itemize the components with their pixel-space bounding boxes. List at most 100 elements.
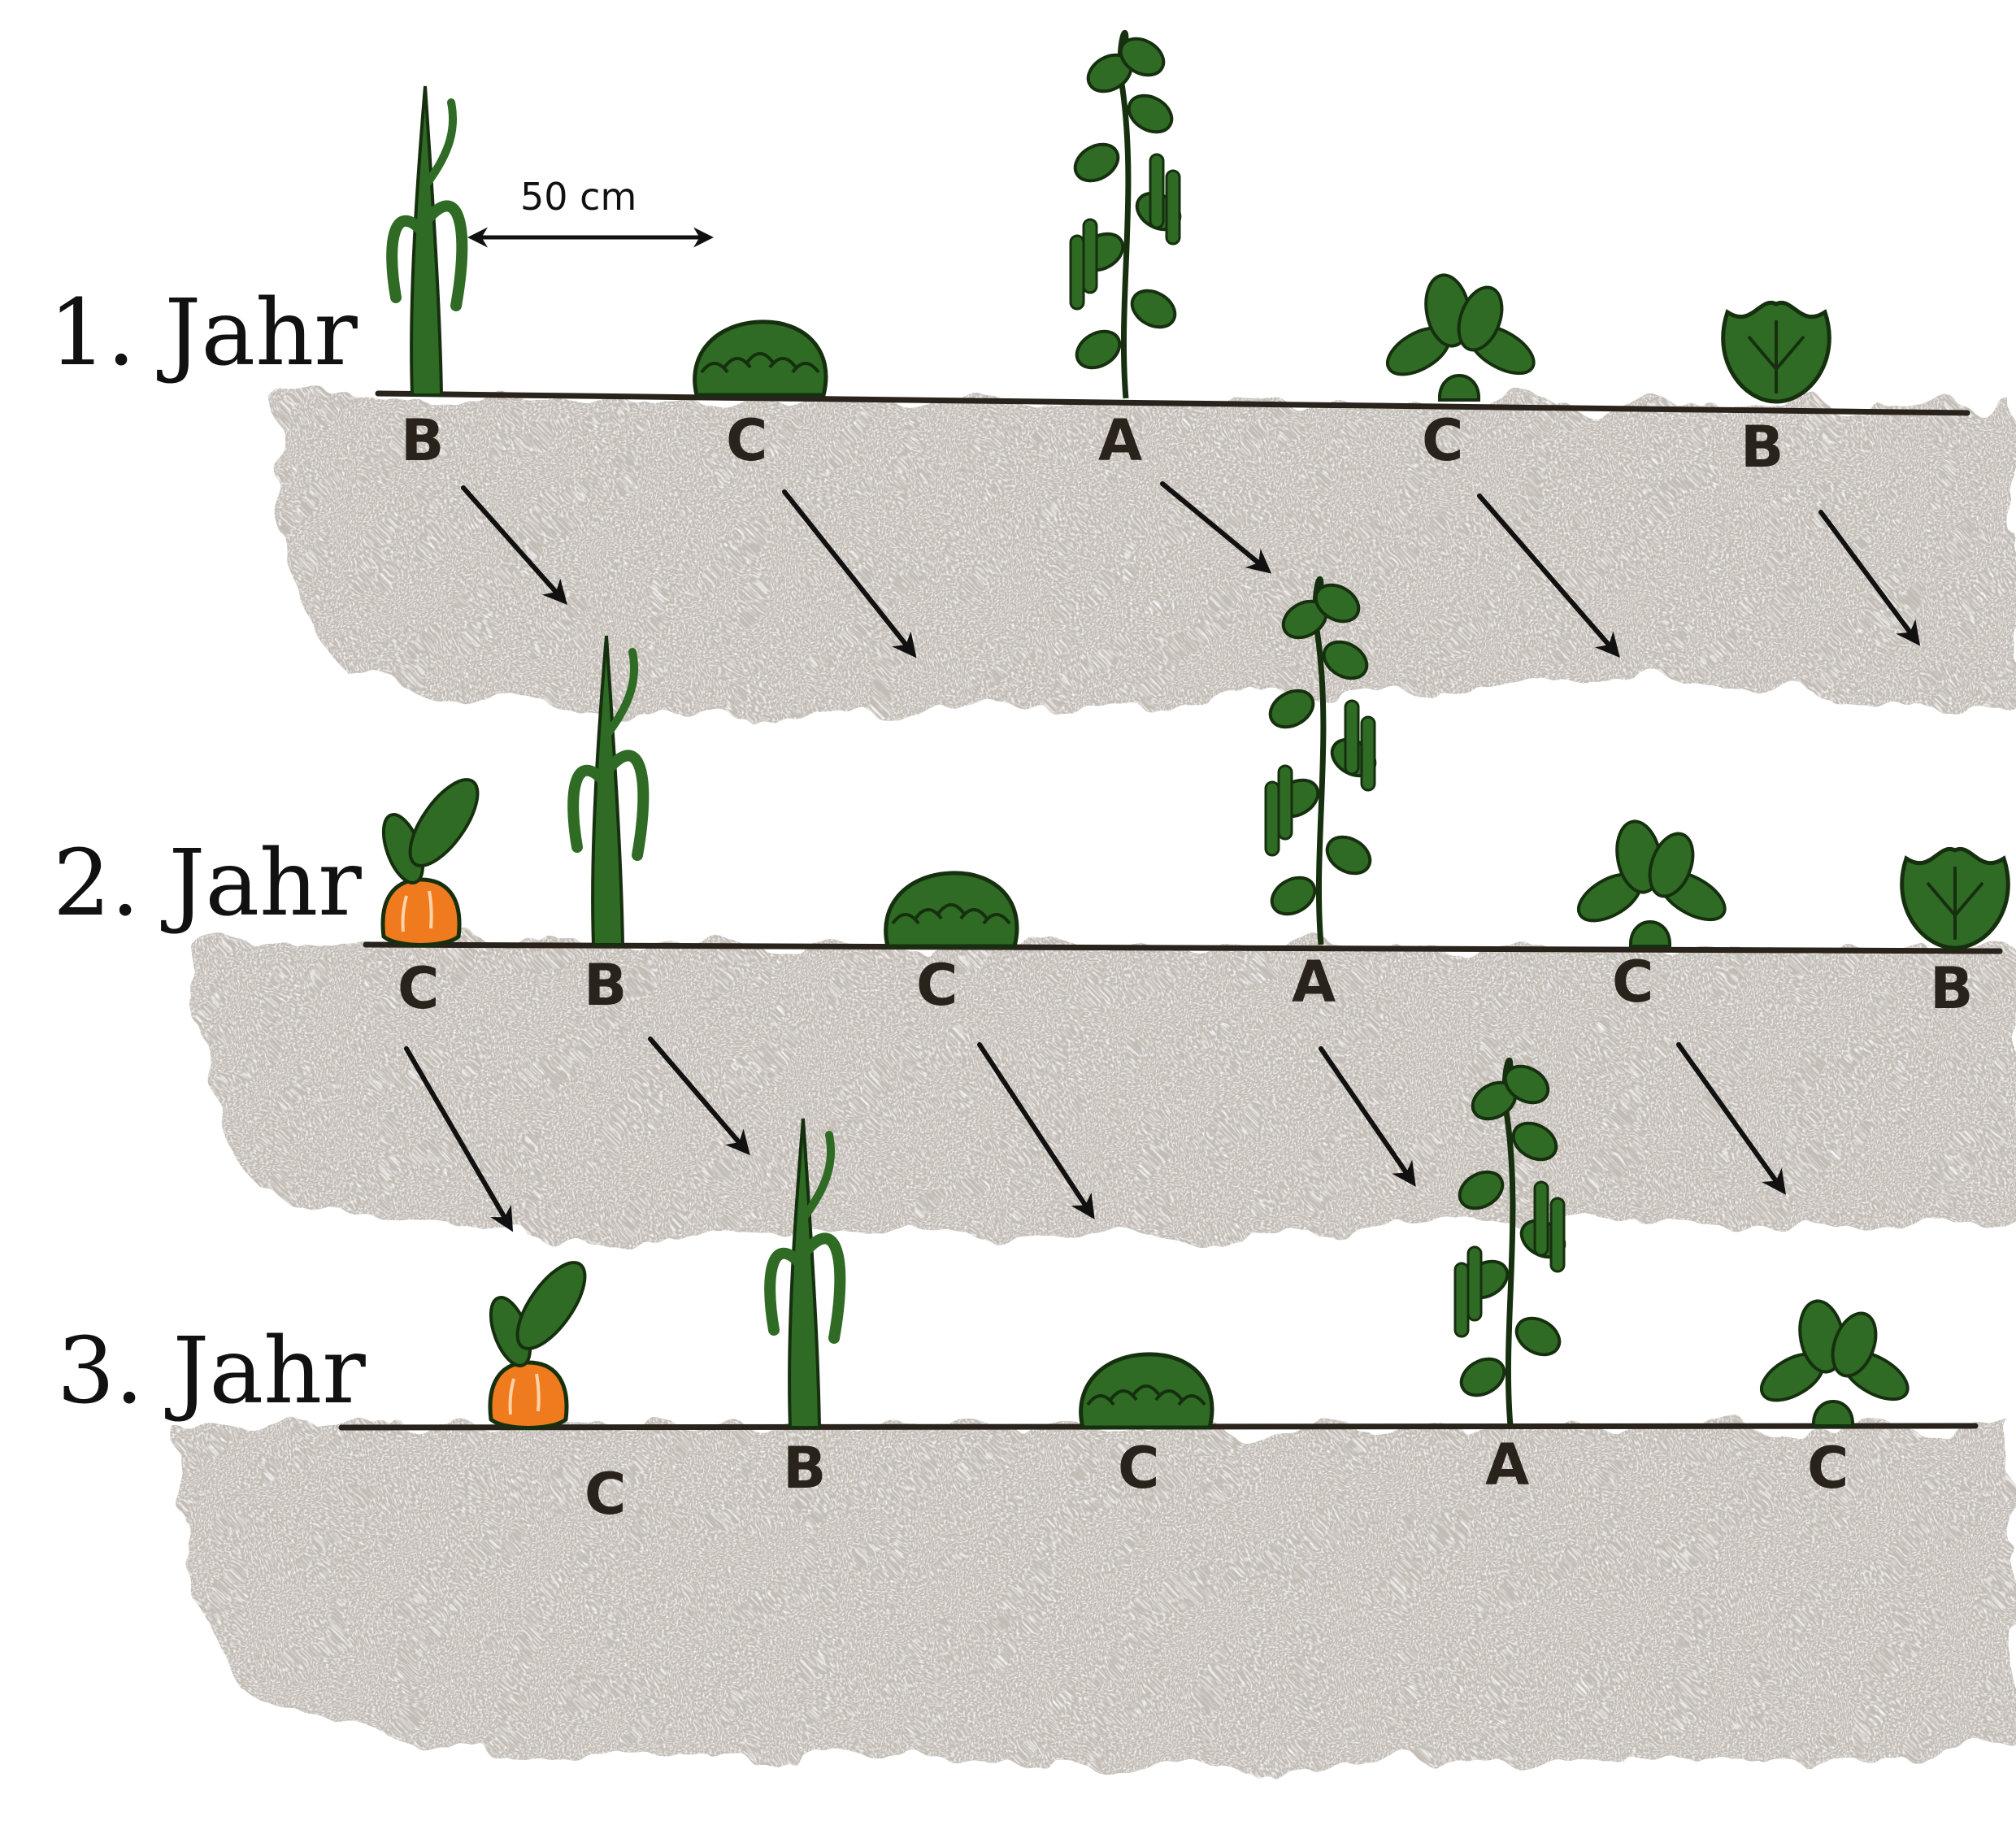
bed-letter: B <box>584 952 627 1019</box>
chard-icon <box>1386 273 1536 402</box>
rotation-arrow <box>1319 1046 1416 1187</box>
bed-letter: C <box>1807 1435 1849 1502</box>
carrot-icon <box>488 1261 587 1430</box>
leaf-shape <box>1459 1357 1506 1397</box>
bed-letter: C <box>726 407 767 474</box>
carrot-icon <box>380 778 480 947</box>
leaf-shape <box>1127 93 1174 134</box>
bed-letter: C <box>398 955 439 1022</box>
leek-leaf <box>801 1131 836 1220</box>
cabbage-fold <box>1132 1384 1161 1397</box>
cabbage-fold <box>1177 1394 1206 1406</box>
lettuce-icon <box>1900 846 2010 950</box>
dimension-label: 50 cm <box>520 175 637 219</box>
leaf-shape <box>1314 583 1361 624</box>
bed-letters-year-2: C B C A C B <box>398 949 1973 1022</box>
plants-layer <box>380 30 2010 1430</box>
bed-letter: B <box>1930 955 1973 1022</box>
cabbage-icon <box>693 319 828 398</box>
bed-letter: B <box>401 407 444 474</box>
leek-leaf <box>802 1232 846 1344</box>
soil-bed-year-2 <box>187 941 2016 1239</box>
chard-icon <box>1577 819 1727 948</box>
soil-bed-year-1 <box>268 397 2016 717</box>
year-label-3: 3. Jahr <box>57 1319 366 1424</box>
leaf-shape <box>1268 689 1315 729</box>
bean-pod <box>1344 699 1360 776</box>
soil-layer <box>171 397 2016 1769</box>
leek-icon <box>764 1118 846 1429</box>
cabbage-fold <box>959 908 988 920</box>
cabbage-icon <box>1079 1352 1214 1430</box>
cabbage-fold <box>1109 1389 1138 1402</box>
bean-pod <box>1264 780 1280 857</box>
rotation-arrow <box>1477 493 1620 658</box>
soil-bed-year-3 <box>171 1424 2016 1769</box>
bed-letter: C <box>584 1461 626 1528</box>
cabbage-fold <box>791 362 820 374</box>
leaf-shape <box>1325 835 1372 876</box>
carrot-root <box>488 1360 569 1430</box>
cabbage-fold <box>1086 1394 1115 1406</box>
leaf-shape <box>1073 142 1120 183</box>
bean-pod <box>1069 234 1085 311</box>
lettuce-icon <box>1721 300 1831 404</box>
cabbage-head <box>1079 1352 1214 1430</box>
leaf-shape <box>408 778 480 867</box>
leek-leaf <box>386 215 429 303</box>
leek-icon <box>567 635 650 946</box>
bed-letter: B <box>783 1435 826 1502</box>
bed-letters-year-3: C B C A C <box>584 1432 1849 1528</box>
leek-stem <box>410 85 444 397</box>
leek-leaf <box>567 764 610 853</box>
leaf-shape <box>515 1261 587 1350</box>
ground-line-year-1 <box>375 390 1970 416</box>
bean-pod <box>1165 169 1181 246</box>
cabbage-fold <box>1154 1389 1184 1402</box>
bean-pod <box>1082 218 1098 294</box>
cabbage-head <box>693 319 828 398</box>
bed-letters-year-1: B C A C B <box>401 407 1784 480</box>
leaf-shape <box>1270 876 1317 916</box>
bed-letter: A <box>1098 407 1142 474</box>
leaf-shape <box>1458 1170 1505 1210</box>
leek-icon <box>386 85 468 397</box>
bed-letter: C <box>916 952 958 1019</box>
cabbage-fold <box>700 362 729 374</box>
bean-vine <box>1312 576 1327 945</box>
bed-letter: B <box>1740 414 1784 480</box>
bean-pod <box>1149 153 1165 229</box>
chard-base <box>1628 920 1672 948</box>
bean-vine <box>1117 30 1132 399</box>
leek-leaf <box>764 1247 807 1336</box>
leek-leaf <box>604 648 639 737</box>
bean-icon <box>1069 30 1182 399</box>
cabbage-icon <box>884 871 1019 949</box>
leaf-shape <box>1119 37 1166 77</box>
leaf-shape <box>1130 289 1177 329</box>
bean-icon <box>1453 1058 1566 1427</box>
rotation-arrow <box>1160 481 1272 574</box>
leek-leaf <box>423 98 458 188</box>
bean-pod <box>1360 715 1376 792</box>
bed-letter: C <box>1422 407 1463 474</box>
cabbage-fold <box>891 913 920 925</box>
bed-letter: A <box>1485 1432 1529 1498</box>
ground-line-year-2 <box>363 941 2003 954</box>
rotation-arrow <box>461 485 567 605</box>
leaf-shape <box>1503 1064 1550 1105</box>
chard-icon <box>1760 1299 1910 1428</box>
leaf-shape <box>1322 640 1369 680</box>
bean-vine <box>1501 1058 1516 1427</box>
rotation-arrow <box>977 1042 1095 1220</box>
cabbage-fold <box>768 357 797 369</box>
leek-leaf <box>424 200 468 311</box>
carrot-root <box>380 877 462 947</box>
rotation-arrows <box>404 481 1921 1232</box>
rotation-arrow <box>782 489 917 658</box>
leaf-shape <box>1075 329 1122 370</box>
leek-stem <box>788 1118 822 1429</box>
bean-pod <box>1466 1245 1483 1322</box>
cabbage-fold <box>745 352 775 364</box>
